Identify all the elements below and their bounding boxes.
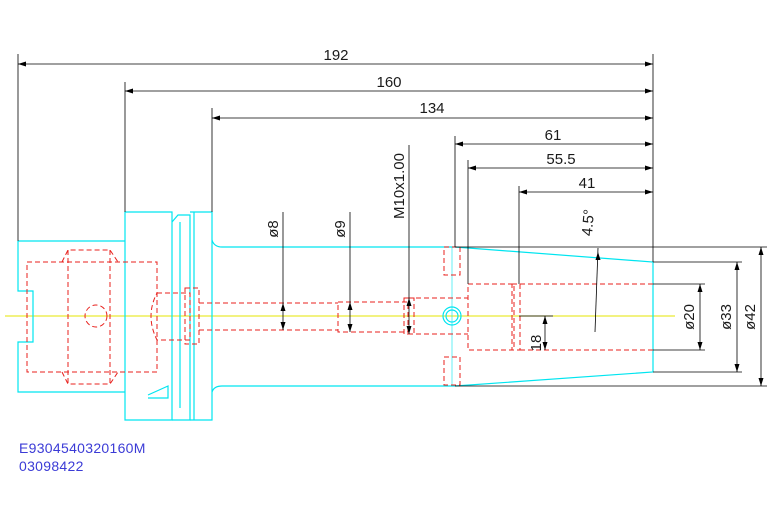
dimension-lines [17, 54, 767, 387]
dim-41: 41 [579, 175, 596, 192]
dim-55-5: 55.5 [546, 151, 575, 168]
dim-thread: M10x1.00 [391, 153, 408, 219]
dim-dia-42: ø42 [742, 304, 759, 330]
dim-192: 192 [323, 47, 348, 64]
dim-61: 61 [545, 127, 562, 144]
dim-160: 160 [376, 74, 401, 91]
part-number: 03098422 [19, 458, 84, 474]
dim-angle: 4.5° [579, 208, 598, 236]
dim-dia-33: ø33 [718, 304, 735, 330]
dim-18: 18 [528, 335, 545, 352]
dim-dia-9: ø9 [332, 220, 349, 238]
dim-dia-20: ø20 [681, 304, 698, 330]
part-code: E9304540320160M [19, 440, 146, 456]
dim-134: 134 [419, 100, 444, 117]
dim-dia-8: ø8 [265, 220, 282, 238]
part-outline [17, 211, 654, 421]
arrowheads [18, 61, 764, 386]
